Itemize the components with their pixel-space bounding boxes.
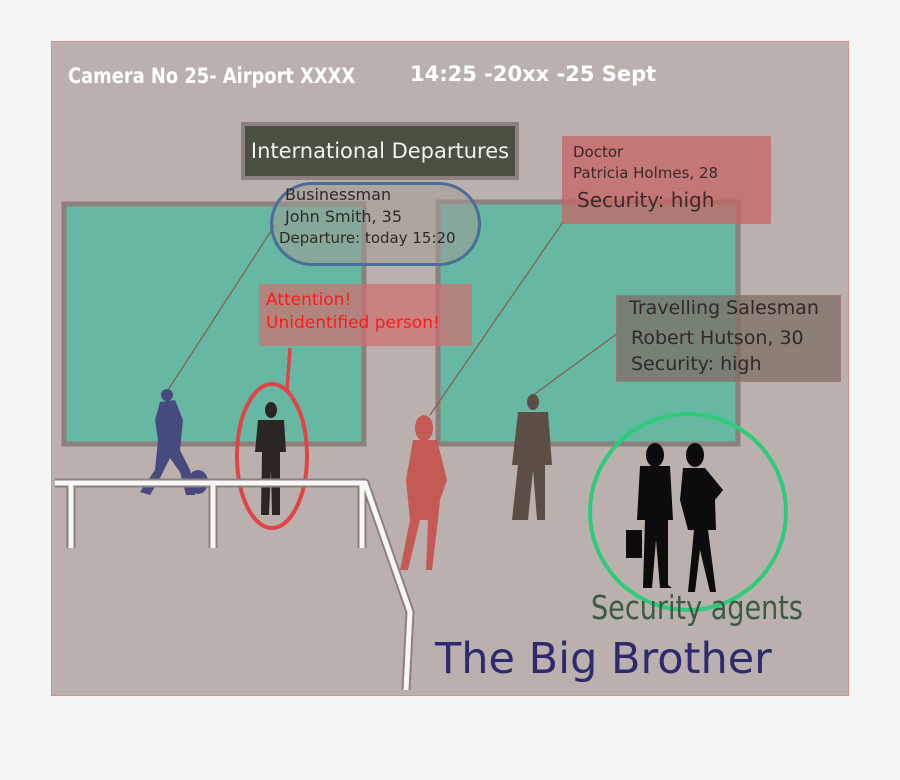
connector-salesman bbox=[531, 332, 619, 397]
businessman-silhouette bbox=[140, 389, 208, 495]
doctor-name: Patricia Holmes, 28 bbox=[573, 164, 719, 182]
camera-label: Camera No 25- Airport XXXX bbox=[68, 64, 356, 88]
unidentified-ring bbox=[235, 382, 309, 530]
doctor-silhouette bbox=[400, 415, 447, 570]
departures-sign-label: International Departures bbox=[250, 139, 510, 163]
businessman-departure: Departure: today 15:20 bbox=[279, 229, 456, 247]
connector-unidentified bbox=[285, 347, 292, 391]
departures-sign: International Departures bbox=[241, 122, 519, 180]
salesman-tag[interactable] bbox=[616, 295, 841, 382]
railing-highlight bbox=[55, 480, 413, 691]
businessman-tag[interactable] bbox=[270, 182, 481, 266]
unidentified-silhouette bbox=[255, 402, 286, 515]
salesman-security: Security: high bbox=[631, 353, 762, 375]
unidentified-alert[interactable] bbox=[259, 284, 472, 346]
alert-line-1: Attention! bbox=[266, 290, 352, 310]
businessman-role: Businessman bbox=[285, 185, 392, 204]
salesman-name: Robert Hutson, 30 bbox=[631, 327, 804, 349]
connector-doctor bbox=[429, 221, 564, 416]
title-caption: The Big Brother bbox=[435, 634, 772, 684]
doctor-role: Doctor bbox=[573, 143, 624, 161]
salesman-role: Travelling Salesman bbox=[629, 297, 819, 319]
agents-silhouette bbox=[626, 443, 723, 592]
alert-line-2: Unidentified person! bbox=[266, 313, 440, 333]
salesman-silhouette bbox=[512, 394, 552, 520]
railing bbox=[55, 478, 415, 691]
agents-ring bbox=[588, 412, 788, 612]
timestamp: 14:25 -20xx -25 Sept bbox=[410, 62, 657, 86]
businessman-name: John Smith, 35 bbox=[285, 207, 403, 226]
doctor-tag[interactable] bbox=[562, 136, 771, 224]
connector-businessman bbox=[167, 224, 276, 391]
doctor-security: Security: high bbox=[577, 188, 715, 212]
security-agents-caption: Security agents bbox=[591, 588, 803, 627]
